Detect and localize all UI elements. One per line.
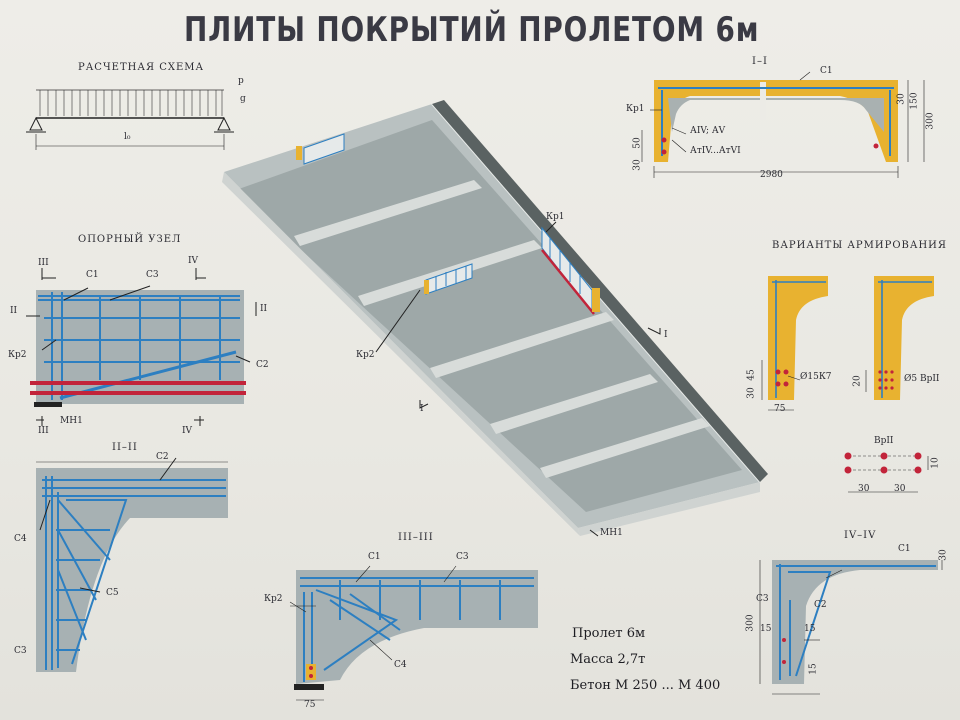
section-iii-dim-75: 75 bbox=[304, 700, 316, 710]
section-i-width-dim: 2980 bbox=[760, 170, 783, 180]
section-iv-dim-15b: 15 bbox=[804, 624, 816, 634]
cut-ii-left-label: II bbox=[10, 306, 18, 316]
wire-grid-dim-30a: 30 bbox=[858, 484, 870, 494]
section-iii-c1-label: С1 bbox=[368, 552, 381, 562]
section-iii-kr2-label: Кр2 bbox=[264, 594, 283, 604]
wire-grid bbox=[844, 452, 929, 493]
spec-mass: Масса 2,7т bbox=[570, 652, 646, 667]
section-iv-heading: IV–IV bbox=[844, 530, 877, 541]
section-i-dim-150: 150 bbox=[909, 92, 920, 110]
support-node-heading: ОПОРНЫЙ УЗЕЛ bbox=[78, 234, 182, 245]
section-iv-dim-300: 300 bbox=[745, 614, 756, 632]
section-iii-c3-label: С3 bbox=[456, 552, 469, 562]
section-iv-c1-label: С1 bbox=[898, 544, 911, 554]
kr1-cage bbox=[541, 226, 600, 315]
load-p-label: р bbox=[238, 76, 244, 86]
support-c3-label: С3 bbox=[146, 270, 159, 280]
cut-iv-top-label: IV bbox=[188, 256, 199, 266]
wire-grid-label: ВрII bbox=[874, 436, 894, 446]
poster-title: ПЛИТЫ ПОКРЫТИЙ ПРОЛЕТОМ 6м bbox=[184, 10, 760, 50]
section-iv-c3-label: С3 bbox=[756, 594, 769, 604]
section-i-dim-30b: 30 bbox=[632, 159, 643, 171]
section-ii-c3-label: С3 bbox=[14, 646, 27, 656]
slab-kr2-label: Кр2 bbox=[356, 350, 375, 360]
section-ii-c4-label: С4 bbox=[14, 534, 27, 544]
cut-iv-bottom-label: IV bbox=[182, 426, 193, 436]
section-iv-dim-30: 30 bbox=[938, 549, 949, 561]
section-ii-diagram bbox=[36, 457, 228, 672]
section-iv-c2-label: С2 bbox=[814, 600, 827, 610]
section-ii-heading: II–II bbox=[112, 442, 138, 453]
top-cage bbox=[296, 133, 345, 165]
section-i-heading: I–I bbox=[752, 56, 768, 67]
variant-dim-30: 30 bbox=[746, 387, 757, 399]
slab-kr1-label: Кр1 bbox=[546, 212, 565, 222]
variant-dim-45: 45 bbox=[746, 369, 757, 381]
section-i-dim-300: 300 bbox=[925, 112, 936, 130]
section-i-dim-30: 30 bbox=[896, 93, 907, 105]
section-iii-c4-label: С4 bbox=[394, 660, 407, 670]
section-ii-c5-label: С5 bbox=[106, 588, 119, 598]
reinforcement-heading: ВАРИАНТЫ АРМИРОВАНИЯ bbox=[772, 240, 947, 251]
section-i-diagram bbox=[641, 71, 925, 178]
support-kr2-label: Кр2 bbox=[8, 350, 27, 360]
support-mn1-label: МН1 bbox=[60, 416, 83, 426]
steel-class-2: АтIV...АтVI bbox=[690, 146, 741, 156]
section-i-c1-label: С1 bbox=[820, 66, 833, 76]
support-c1-label: С1 bbox=[86, 270, 99, 280]
slab-mn1-label: МН1 bbox=[600, 528, 623, 538]
section-iv-dim-15c: 15 bbox=[808, 663, 819, 675]
section-iii-heading: III–III bbox=[398, 532, 434, 543]
section-ii-c2-label: С2 bbox=[156, 452, 169, 462]
kr2-cage bbox=[424, 263, 473, 295]
support-node-diagram bbox=[26, 268, 257, 426]
wire-grid-dim-30b: 30 bbox=[894, 484, 906, 494]
wire-grid-dim-10: 10 bbox=[930, 457, 941, 469]
steel-class-1: АIV; АV bbox=[690, 126, 726, 136]
slab-3d-drawing bbox=[222, 100, 768, 537]
section-i-kr1-label: Кр1 bbox=[626, 104, 645, 114]
section-iv-dim-15a: 15 bbox=[760, 624, 772, 634]
load-g-label: g bbox=[240, 94, 246, 104]
cut-ii-right-label: II bbox=[260, 304, 268, 314]
spec-span: Пролет 6м bbox=[572, 626, 646, 641]
section-iii-diagram bbox=[289, 565, 538, 701]
support-c2-label: С2 bbox=[256, 360, 269, 370]
reinforcement-variants-diagram bbox=[761, 276, 934, 493]
variant-1-label: Ø15К7 bbox=[800, 372, 832, 382]
section-i-dim-50: 50 bbox=[632, 137, 643, 149]
span-label: l₀ bbox=[124, 132, 131, 142]
cut-iii-bottom-label: III bbox=[38, 426, 49, 436]
variant-dim-75: 75 bbox=[774, 404, 786, 414]
cut-iii-top-label: III bbox=[38, 258, 49, 268]
variant-dim-20: 20 bbox=[852, 375, 863, 387]
variant-2-label: Ø5 ВрII bbox=[904, 374, 940, 384]
slab-cut-i-left: I bbox=[420, 404, 424, 414]
spec-concrete: Бетон М 250 ... М 400 bbox=[570, 678, 721, 693]
calc-scheme-heading: РАСЧЕТНАЯ СХЕМА bbox=[78, 62, 205, 73]
calc-scheme-diagram bbox=[26, 89, 234, 150]
slab-cut-i-right: I bbox=[664, 330, 668, 340]
section-iv-diagram bbox=[759, 560, 943, 695]
